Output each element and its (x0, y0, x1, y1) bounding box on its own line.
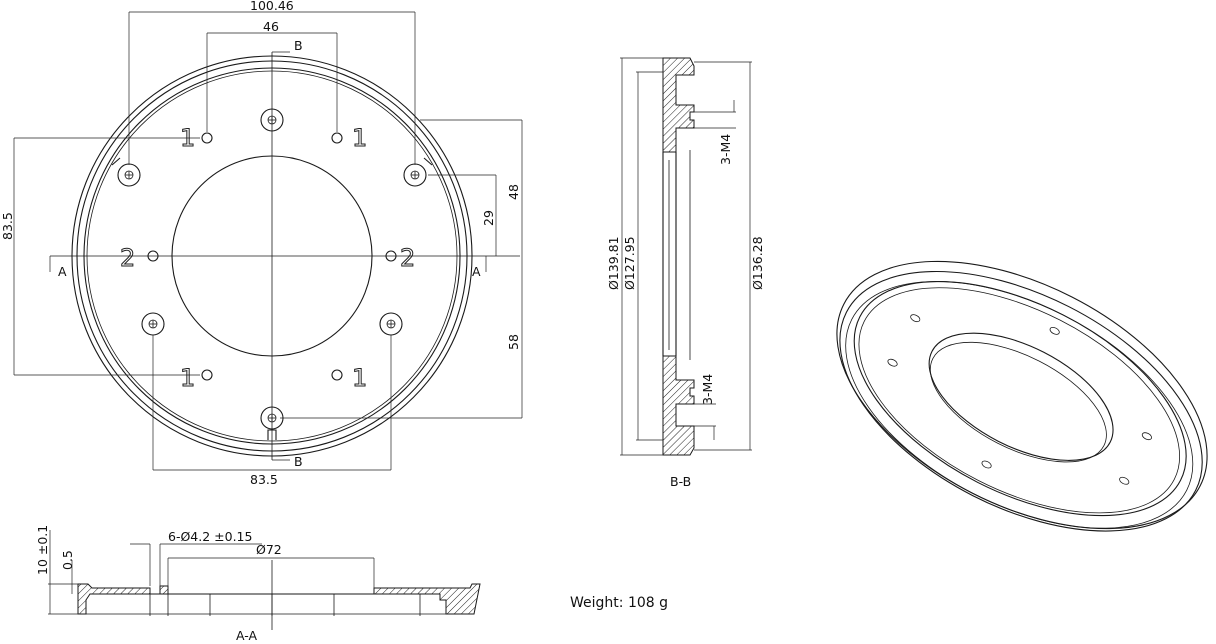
small-hole-top-right (331, 132, 343, 144)
dim-dia-outer: Ø139.81 (606, 236, 621, 290)
section-bb: Ø139.81 Ø127.95 Ø136.28 3-M4 3-M4 B-B (606, 57, 765, 489)
section-bb-lower-profile (662, 355, 695, 456)
dim-right-upper: 48 (506, 184, 521, 200)
dim-hole-spacing-top: 46 (263, 19, 279, 34)
hole-label-bl: 1 (180, 364, 195, 392)
counterbored-hole-lower-right (379, 312, 403, 336)
small-hole-bottom-right (331, 369, 343, 381)
bottom-slot (267, 429, 277, 440)
thread-callout-top: 3-M4 (718, 134, 733, 165)
dim-step: 0.5 (60, 550, 75, 570)
thread-callout-bottom: 3-M4 (700, 374, 715, 405)
small-hole-mid-left (147, 250, 159, 262)
small-hole-mid-right (385, 250, 397, 262)
dim-thickness: 10 ±0.1 (35, 525, 50, 575)
section-aa-left-profile (77, 583, 151, 615)
section-aa-right-profile (373, 583, 481, 615)
counterbored-hole-upper-left (111, 157, 141, 187)
section-aa: 10 ±0.1 0.5 6-Ø4.2 ±0.15 Ø72 A-A (35, 525, 481, 643)
section-marker-b-bottom: B (294, 454, 303, 469)
section-bb-title: B-B (670, 474, 691, 489)
dim-overall-width: 100.46 (250, 0, 294, 13)
hole-label-mr: 2 (400, 244, 415, 272)
hole-label-tr: 1 (352, 124, 367, 152)
section-aa-left-hole (159, 585, 169, 595)
weight-label: Weight: 108 g (570, 595, 668, 611)
hole-label-br: 1 (352, 364, 367, 392)
counterbored-hole-top (260, 108, 284, 132)
dim-bore: Ø72 (256, 542, 282, 557)
dim-right-lower: 58 (506, 334, 521, 350)
section-marker-a-right: A (472, 264, 481, 279)
small-hole-bottom-left (201, 369, 213, 381)
counterbored-hole-lower-left (141, 312, 165, 336)
small-hole-top-left (201, 132, 213, 144)
dim-right-inner: 29 (481, 210, 496, 226)
section-marker-a-left: A (58, 264, 67, 279)
dim-dia-mid: Ø136.28 (750, 236, 765, 290)
section-bb-upper-profile (662, 57, 695, 153)
isometric-view (836, 260, 1208, 532)
counterbored-hole-upper-right (403, 157, 433, 187)
dim-holes: 6-Ø4.2 ±0.15 (168, 529, 252, 544)
hole-label-ml: 2 (120, 244, 135, 272)
dim-height-total: 83.5 (0, 212, 15, 240)
top-view: 1 1 2 2 1 1 100.46 46 B B A A 83.5 (0, 0, 523, 487)
section-aa-title: A-A (236, 628, 258, 643)
dim-bottom-width: 83.5 (250, 472, 278, 487)
dim-dia-inner: Ø127.95 (622, 236, 637, 290)
section-marker-b-top: B (294, 38, 303, 53)
